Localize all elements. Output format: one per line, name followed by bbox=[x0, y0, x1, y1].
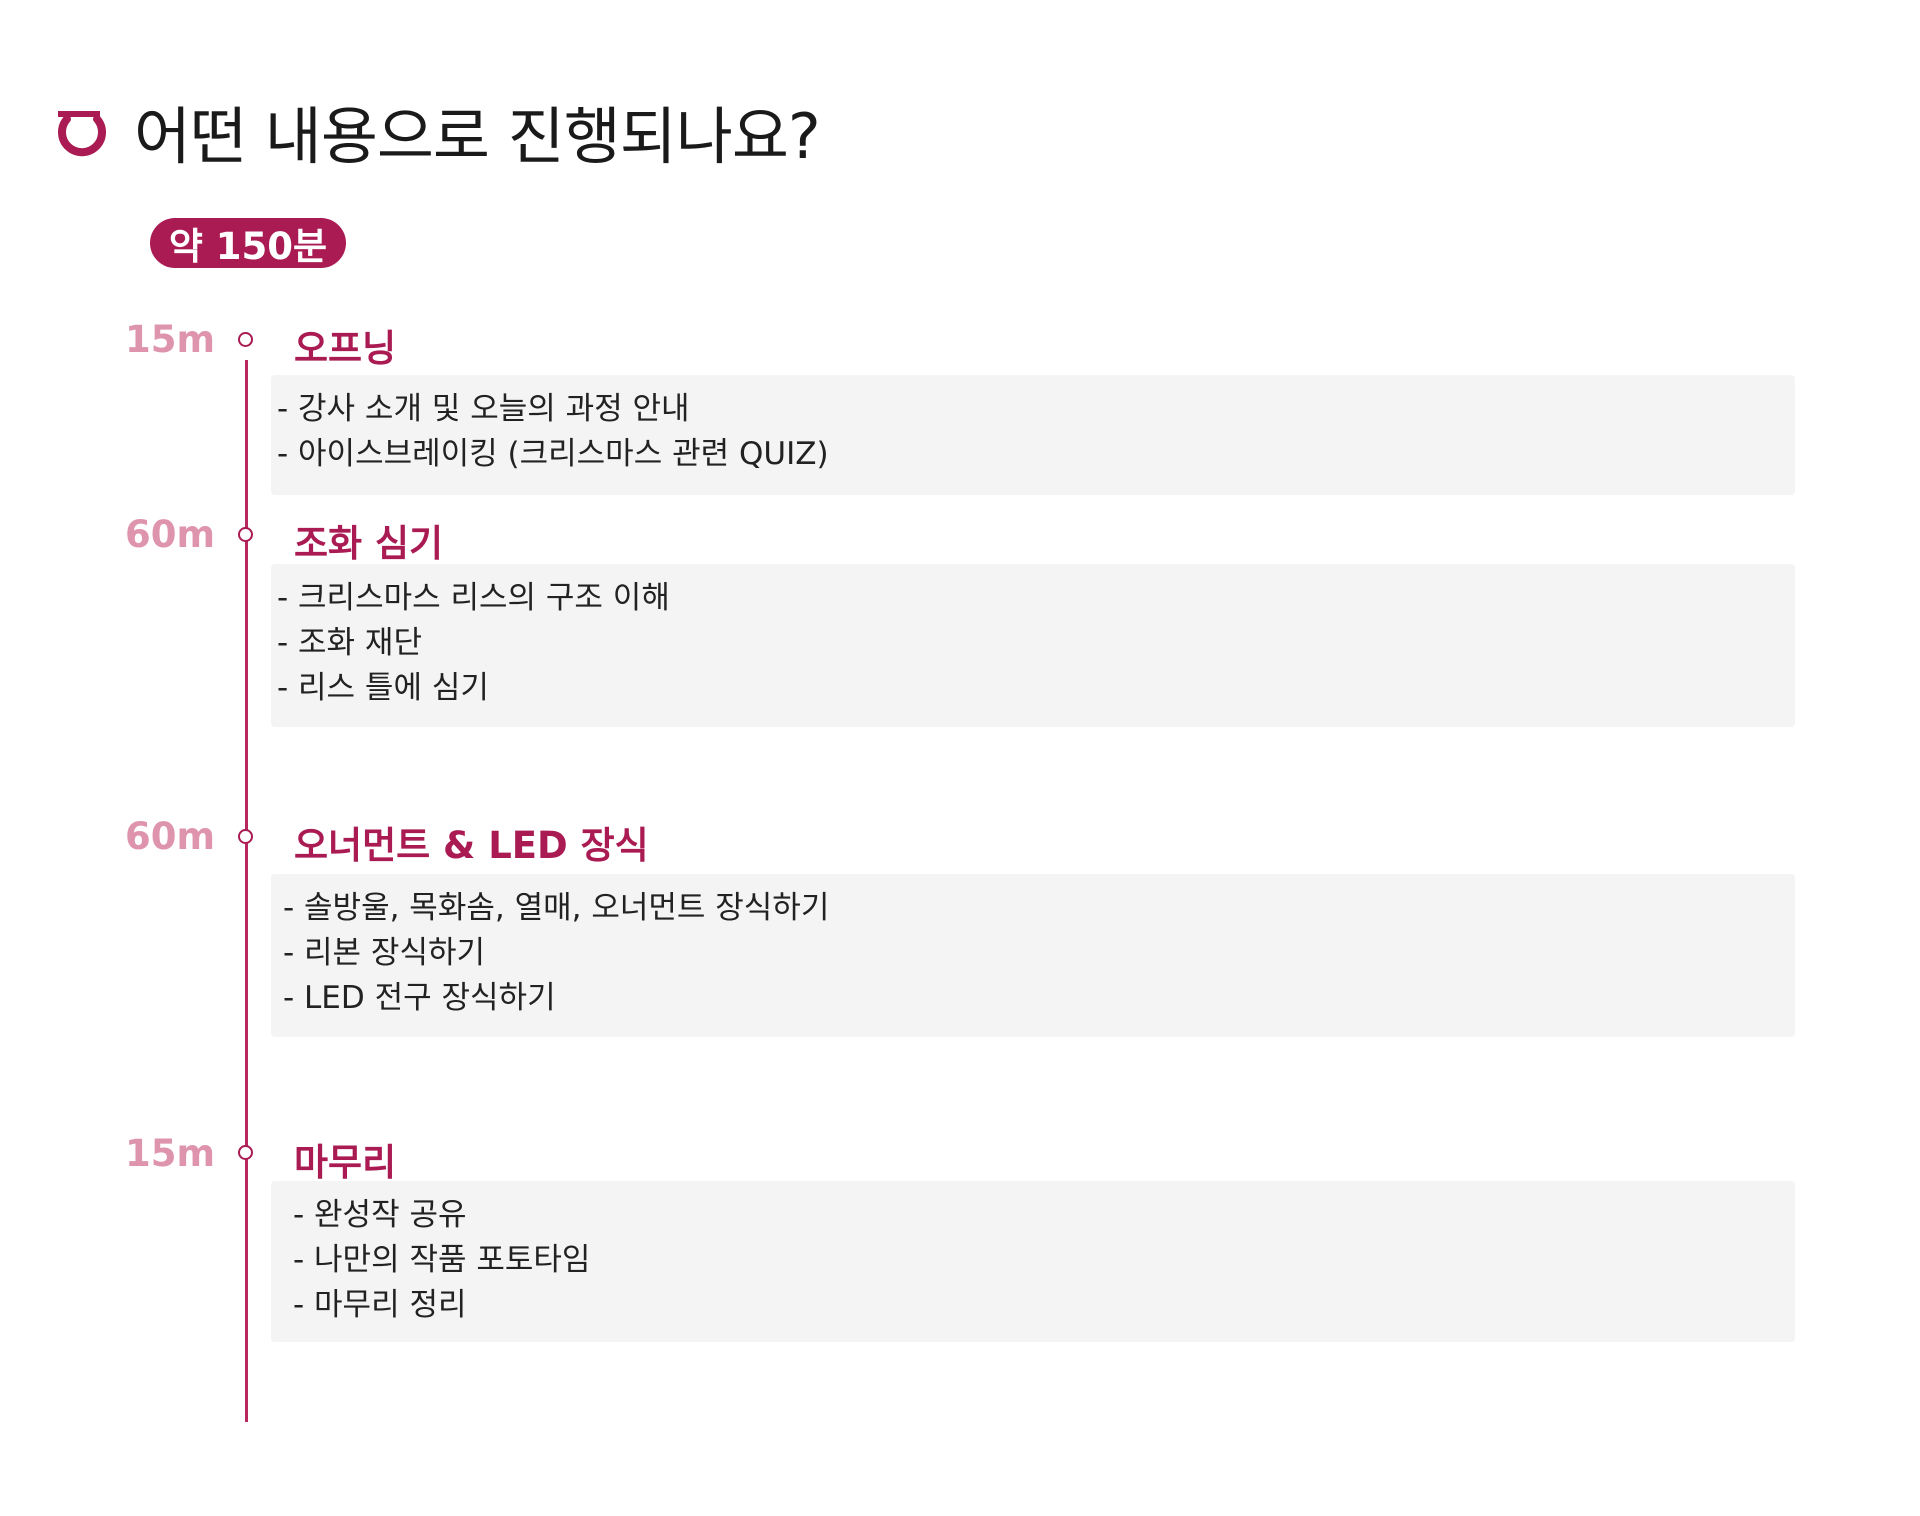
brand-logo-icon bbox=[58, 111, 106, 157]
timeline-dot-icon bbox=[238, 829, 253, 844]
timeline-dot-icon bbox=[238, 332, 253, 347]
detail-box: - 크리스마스 리스의 구조 이해 - 조화 재단 - 리스 틀에 심기 bbox=[271, 564, 1795, 727]
section-title: 오너먼트 & LED 장식 bbox=[294, 824, 649, 867]
detail-box: - 솔방울, 목화솜, 열매, 오너먼트 장식하기 - 리본 장식하기 - LE… bbox=[271, 874, 1795, 1037]
duration-label: 60m bbox=[125, 815, 216, 858]
timeline-dot-icon bbox=[238, 1145, 253, 1160]
total-duration-badge: 약 150분 bbox=[150, 218, 346, 268]
section-title: 마무리 bbox=[294, 1141, 397, 1184]
page-header: 어떤 내용으로 진행되나요? bbox=[52, 86, 821, 176]
timeline-dot-icon bbox=[238, 527, 253, 542]
detail-item: - 리스 틀에 심기 bbox=[277, 670, 489, 706]
duration-label: 60m bbox=[125, 513, 216, 556]
detail-item: - 조화 재단 bbox=[277, 625, 422, 661]
detail-item: - 나만의 작품 포토타임 bbox=[293, 1242, 591, 1278]
detail-item: - LED 전구 장식하기 bbox=[283, 980, 556, 1016]
detail-item: - 마무리 정리 bbox=[293, 1287, 467, 1323]
detail-item: - 완성작 공유 bbox=[293, 1197, 467, 1233]
detail-box: - 완성작 공유 - 나만의 작품 포토타임 - 마무리 정리 bbox=[271, 1181, 1795, 1342]
detail-item: - 크리스마스 리스의 구조 이해 bbox=[277, 580, 670, 616]
detail-box: - 강사 소개 및 오늘의 과정 안내 - 아이스브레이킹 (크리스마스 관련 … bbox=[271, 375, 1795, 495]
section-title: 조화 심기 bbox=[294, 522, 444, 565]
detail-item: - 솔방울, 목화솜, 열매, 오너먼트 장식하기 bbox=[283, 890, 830, 926]
duration-label: 15m bbox=[125, 318, 216, 361]
duration-label: 15m bbox=[125, 1132, 216, 1175]
page-title: 어떤 내용으로 진행되나요? bbox=[134, 100, 821, 173]
detail-item: - 강사 소개 및 오늘의 과정 안내 bbox=[277, 391, 690, 427]
detail-item: - 리본 장식하기 bbox=[283, 935, 486, 971]
timeline-line bbox=[245, 360, 248, 1422]
section-title: 오프닝 bbox=[294, 327, 397, 370]
detail-item: - 아이스브레이킹 (크리스마스 관련 QUIZ) bbox=[277, 436, 829, 472]
